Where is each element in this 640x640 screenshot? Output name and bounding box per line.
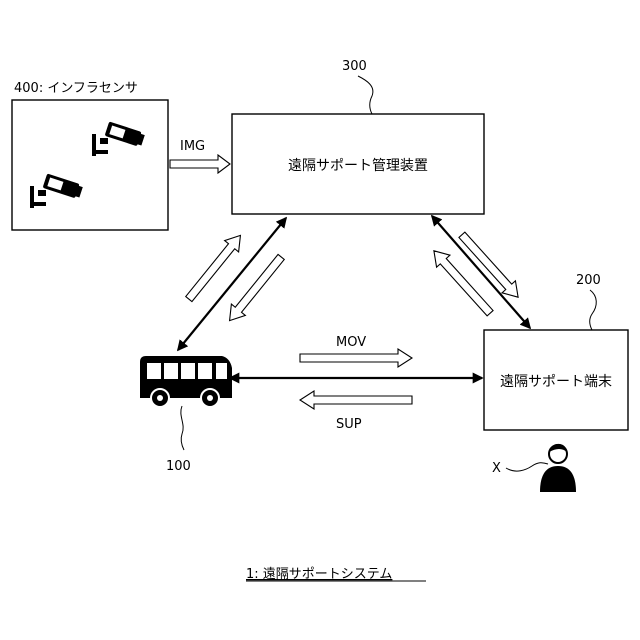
figure-caption: 1: 遠隔サポートシステム	[246, 567, 392, 582]
img-signal-label: IMG	[180, 139, 205, 154]
management-device-label: 遠隔サポート管理装置	[288, 158, 428, 174]
management-device: 300 遠隔サポート管理装置	[232, 59, 484, 214]
operator-leader	[506, 463, 548, 471]
bus-icon	[140, 356, 232, 407]
sup-signal-label: SUP	[336, 417, 362, 432]
management-device-leader	[358, 76, 373, 114]
support-terminal-leader	[590, 290, 597, 330]
infra-sensor: 400: インフラセンサ	[12, 81, 168, 230]
support-terminal-label: 遠隔サポート端末	[500, 374, 612, 390]
support-terminal-ref: 200	[576, 273, 601, 288]
link-management-terminal	[432, 216, 530, 328]
infra-sensor-label: 400: インフラセンサ	[14, 81, 138, 96]
infra-sensor-box	[12, 100, 168, 230]
vehicle-ref: 100	[166, 459, 191, 474]
img-signal-arrow	[170, 155, 230, 173]
sup-signal-arrow	[300, 391, 412, 409]
mov-signal-label: MOV	[336, 335, 366, 350]
hollow-arrow-management-to-vehicle	[223, 251, 289, 326]
operator-ref: X	[492, 461, 501, 476]
hollow-arrow-vehicle-to-management	[182, 230, 248, 305]
support-terminal: 200 遠隔サポート端末	[484, 273, 628, 430]
management-device-ref: 300	[342, 59, 367, 74]
person-icon	[540, 444, 576, 492]
vehicle-leader	[181, 406, 184, 450]
mov-signal-arrow	[300, 349, 412, 367]
